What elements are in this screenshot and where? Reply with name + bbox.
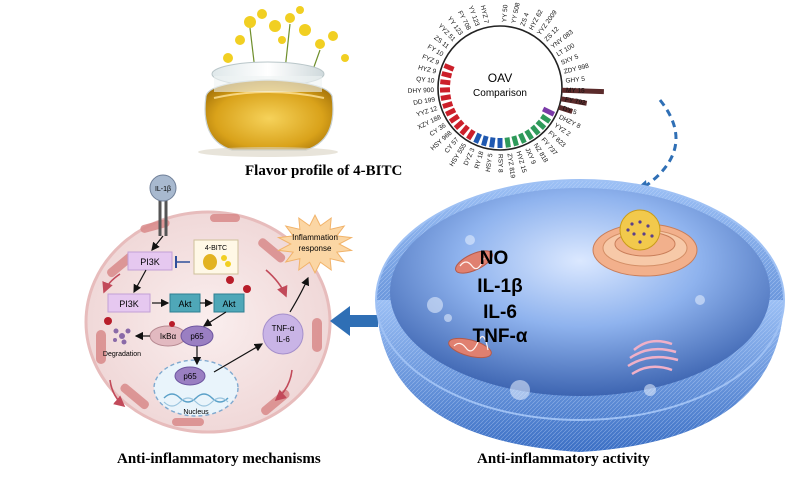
oav-center-line1: OAV xyxy=(488,71,512,85)
ikba-label: IκBα xyxy=(160,332,177,341)
oav-label: GHY 5 xyxy=(565,76,585,85)
oav-label: HYZ 9 xyxy=(417,64,437,75)
p65-b-label: p65 xyxy=(183,372,197,381)
oav-bar xyxy=(507,138,508,148)
oav-label: QY 10 xyxy=(416,76,435,85)
marker-il6: IL-6 xyxy=(483,302,517,323)
oav-label: RSY 8 xyxy=(496,154,503,173)
marker-il1b: IL-1β xyxy=(477,276,522,297)
marker-tnfa: TNF-α xyxy=(473,326,528,347)
oav-label: HYZ 7 xyxy=(479,5,490,25)
oav-bar xyxy=(440,82,450,83)
nucleus-label: Nucleus xyxy=(183,409,209,416)
oav-bar xyxy=(484,136,487,146)
tnf-label: TNF-α xyxy=(272,324,295,333)
bitc-label: 4-BITC xyxy=(205,245,227,252)
left-arrow xyxy=(330,306,378,336)
oav-label: FY 792 xyxy=(564,96,586,107)
oav-label: DD 199 xyxy=(413,96,436,107)
oav-bar xyxy=(443,104,453,107)
pi3k-top-label: PI3K xyxy=(140,257,160,267)
oav-center-line2: Comparison xyxy=(473,88,527,99)
akt2-label: Akt xyxy=(222,299,236,309)
oil-jar-photo xyxy=(187,0,379,157)
oav-bar xyxy=(441,97,451,99)
oav-label: ZYZ 819 xyxy=(506,153,516,179)
oav-bar xyxy=(492,138,493,148)
oav-bar xyxy=(442,74,452,76)
cell-mechanism: IL-1β PI3K 4-BITC PI3K Akt Akt xyxy=(86,175,330,432)
il1b-label: IL-1β xyxy=(155,186,171,193)
oav-label: MY 15 xyxy=(566,87,585,95)
oav-bar xyxy=(444,66,453,70)
oav-label: RY 18 xyxy=(474,150,486,169)
oav-label: HSY 5 xyxy=(485,153,495,173)
oav-bar xyxy=(514,136,517,146)
oav-label: DHY 900 xyxy=(408,87,435,95)
dashed-curve-arrow xyxy=(640,100,676,190)
p65-a-label: p65 xyxy=(190,332,204,341)
marker-no: NO xyxy=(480,248,509,269)
akt1-label: Akt xyxy=(178,299,192,309)
petri-dish: NO IL-1β IL-6 TNF-α xyxy=(376,180,784,452)
degradation-label: Degradation xyxy=(103,351,141,358)
inflammation-line2: response xyxy=(299,244,332,253)
il6-label: IL-6 xyxy=(276,335,290,344)
oav-label: YY 50 xyxy=(501,4,509,22)
flavor-caption: Flavor profile of 4-BITC xyxy=(245,163,402,180)
pi3k-label: PI3K xyxy=(119,299,139,309)
activity-caption: Anti-inflammatory activity xyxy=(477,451,650,468)
inflammation-line1: Inflammation xyxy=(292,233,338,242)
mechanisms-caption: Anti-inflammatory mechanisms xyxy=(117,451,321,468)
